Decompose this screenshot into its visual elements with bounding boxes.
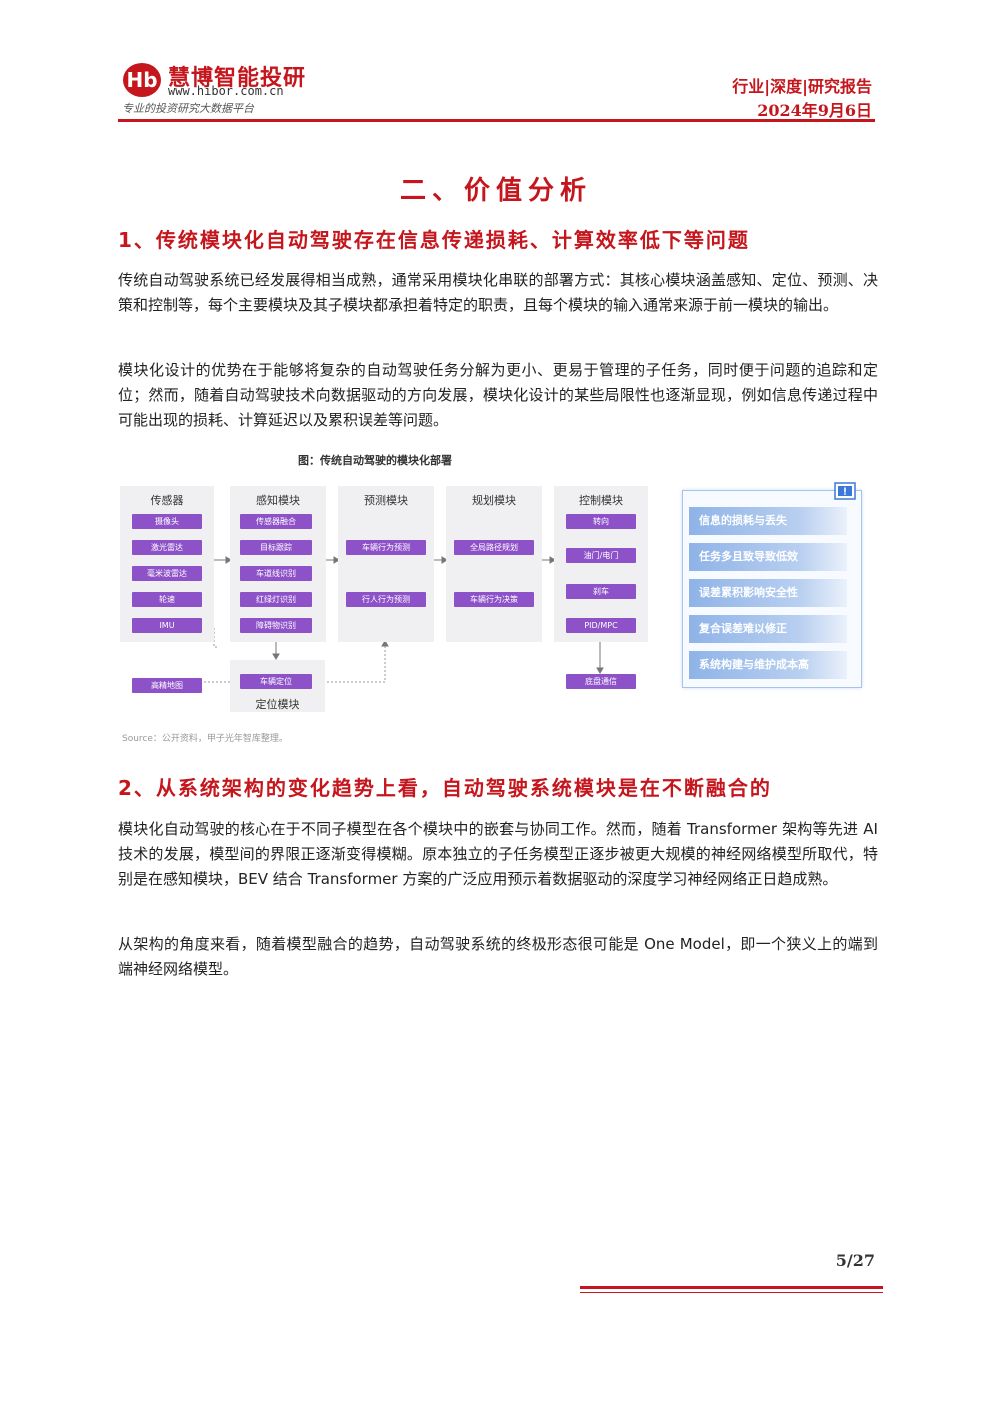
issue-item: 复合误差难以修正 (689, 615, 847, 643)
prediction-item: 行人行为预测 (346, 592, 426, 607)
prediction-item: 车辆行为预测 (346, 540, 426, 555)
footer-divider (580, 1286, 883, 1289)
figure-title: 图：传统自动驾驶的模块化部署 (298, 454, 452, 467)
issue-item: 任务多且致导致低效 (689, 543, 847, 571)
planning-item: 全局路径规划 (454, 540, 534, 555)
diagram-connectors (200, 556, 604, 683)
perception-item: 传感器融合 (240, 514, 312, 529)
svg-text:Hb: Hb (126, 68, 157, 92)
subsection-title-2: 2、从系统架构的变化趋势上看，自动驾驶系统模块是在不断融合的 (118, 776, 772, 800)
logo-name: 慧博智能投研 (168, 66, 307, 91)
column-title: 传感器 (150, 494, 184, 507)
planning-item: 车辆行为决策 (454, 592, 534, 607)
report-category: 行业|深度|研究报告 (732, 77, 872, 96)
sensor-item: 毫米波雷达 (132, 566, 202, 581)
column-title: 控制模块 (579, 494, 623, 507)
paragraph: 传统自动驾驶系统已经发展得相当成熟，通常采用模块化串联的部署方式：其核心模块涵盖… (118, 271, 878, 314)
hibor-logo-icon: Hb (123, 63, 161, 97)
figure-source: Source：公开资料，甲子光年智库整理。 (122, 734, 288, 744)
issues-panel: 信息的损耗与丢失 任务多且致导致低效 误差累积影响安全性 复合误差难以修正 系统… (682, 490, 862, 688)
perception-item: 障碍物识别 (240, 618, 312, 633)
control-item: 刹车 (566, 584, 636, 599)
planning-column: 规划模块 全局路径规划 车辆行为决策 (446, 486, 542, 642)
vehicle-position-item: 车辆定位 (240, 674, 312, 689)
perception-item: 车道线识别 (240, 566, 312, 581)
sensors-column: 传感器 摄像头 激光雷达 毫米波雷达 轮速 IMU (120, 486, 214, 642)
footer-divider-thin (580, 1292, 883, 1293)
sensor-item: 轮速 (132, 592, 202, 607)
issue-item: 系统构建与维护成本高 (689, 651, 847, 679)
section-title: 二、价值分析 (399, 176, 592, 206)
alert-icon (834, 482, 856, 500)
control-item: PID/MPC (566, 618, 636, 633)
control-item: 油门/电门 (566, 548, 636, 563)
logo-slogan: 专业的投资研究大数据平台 (122, 102, 254, 115)
report-date: 2024年9月6日 (757, 101, 872, 120)
paragraph: 模块化设计的优势在于能够将复杂的自动驾驶任务分解为更小、更易于管理的子任务，同时… (118, 361, 878, 429)
sensor-item: 摄像头 (132, 514, 202, 529)
perception-column: 感知模块 传感器融合 目标跟踪 车道线识别 红绿灯识别 障碍物识别 (230, 486, 326, 642)
perception-item: 红绿灯识别 (240, 592, 312, 607)
prediction-column: 预测模块 车辆行为预测 行人行为预测 (338, 486, 434, 642)
sensor-item: 激光雷达 (132, 540, 202, 555)
localization-module: 车辆定位 定位模块 (230, 660, 325, 712)
paragraph: 从架构的角度来看，随着模型融合的趋势，自动驾驶系统的终极形态很可能是 One M… (118, 935, 878, 978)
perception-item: 目标跟踪 (240, 540, 312, 555)
paragraph: 模块化自动驾驶的核心在于不同子模型在各个模块中的嵌套与协同工作。然而，随着 Tr… (118, 820, 878, 888)
localization-module-title: 定位模块 (255, 698, 300, 711)
logo-url[interactable]: www.hibor.com.cn (168, 84, 284, 98)
column-title: 规划模块 (472, 494, 516, 507)
subsection-title-1: 1、传统模块化自动驾驶存在信息传递损耗、计算效率低下等问题 (118, 228, 750, 252)
page-number: 5/27 (835, 1251, 875, 1270)
chassis-item: 底盘通信 (566, 674, 636, 689)
issue-item: 信息的损耗与丢失 (689, 507, 847, 535)
column-title: 预测模块 (364, 494, 408, 507)
control-column: 控制模块 转向 油门/电门 刹车 PID/MPC (554, 486, 648, 642)
header-divider (118, 119, 875, 122)
column-title: 感知模块 (256, 494, 300, 507)
control-item: 转向 (566, 514, 636, 529)
hd-map-item: 高精地图 (132, 678, 202, 693)
module-diagram: 传感器 摄像头 激光雷达 毫米波雷达 轮速 IMU 高精地图 感知模块 传感器融… (118, 472, 878, 722)
issue-item: 误差累积影响安全性 (689, 579, 847, 607)
sensor-item: IMU (132, 618, 202, 633)
